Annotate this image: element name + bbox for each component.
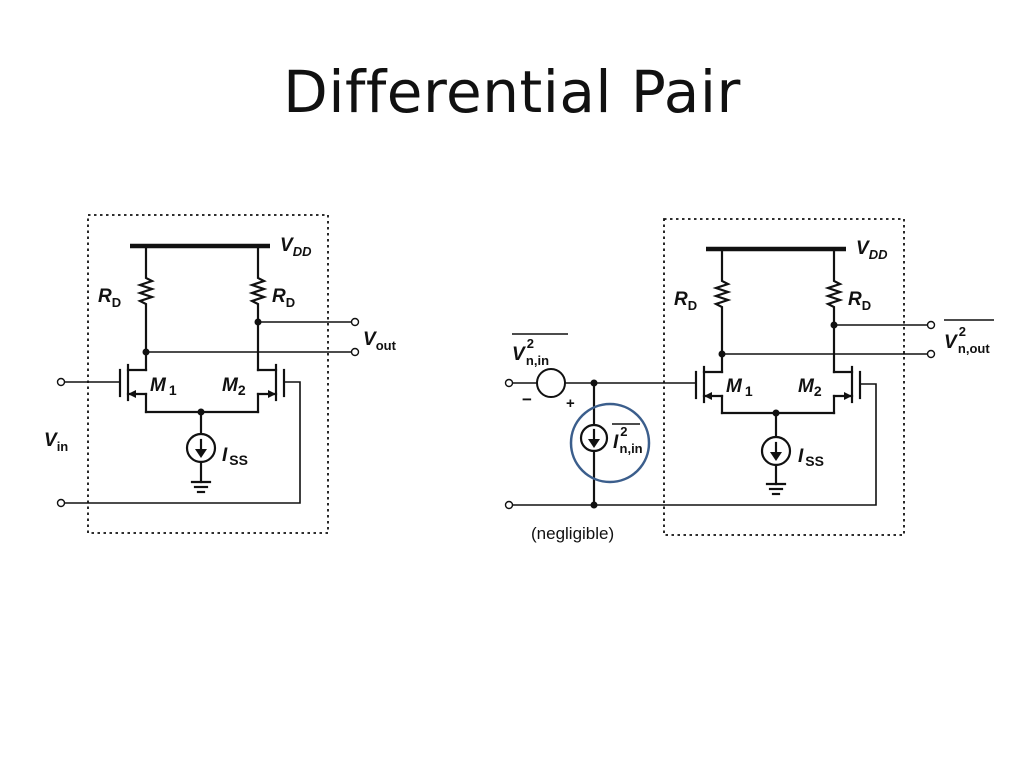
right-ground-icon: [765, 482, 787, 496]
highlight-circle: [569, 402, 651, 484]
right-out-terminal-plus: [926, 320, 936, 330]
right-dashed-boundary: [663, 218, 905, 536]
left-ground-icon: [190, 480, 212, 494]
right-m2-label: M2: [798, 376, 822, 399]
left-r2-resistor: [248, 244, 268, 372]
left-dashed-boundary: [87, 214, 329, 534]
left-vin-label: Vin: [44, 430, 68, 454]
left-vout-label: Vout: [363, 329, 397, 353]
left-r1-resistor: [136, 244, 156, 354]
right-r2-resistor: [824, 247, 844, 374]
right-out-terminal-minus: [926, 349, 936, 359]
left-r1-label: RD: [98, 286, 121, 310]
noise-voltage-source-icon: [536, 368, 566, 398]
left-vin-plus-terminal: [56, 377, 66, 387]
right-m1-transistor: [694, 352, 724, 415]
noise-source-plus: +: [566, 395, 575, 412]
right-r2-label: RD: [848, 289, 871, 313]
right-r1-label: RD: [674, 289, 697, 313]
left-out-terminal-plus: [350, 317, 360, 327]
right-r1-resistor: [712, 247, 732, 356]
left-m1-transistor: [56, 350, 148, 414]
right-input-plus-terminal: [504, 378, 514, 388]
right-m2-transistor: [504, 365, 877, 510]
left-r2-label: RD: [272, 286, 295, 310]
slide-title: Differential Pair: [283, 58, 741, 126]
left-m2-label: M2: [222, 375, 246, 398]
left-out-terminal-minus: [350, 347, 360, 357]
noise-source-minus: −: [522, 390, 532, 409]
right-vdd-label: VDD: [856, 238, 888, 262]
right-input-minus-terminal: [504, 500, 514, 510]
left-vin-minus-terminal: [56, 498, 66, 508]
left-m2-transistor: [56, 363, 301, 508]
negligible-note: (negligible): [531, 524, 614, 543]
left-vdd-label: VDD: [280, 235, 312, 259]
